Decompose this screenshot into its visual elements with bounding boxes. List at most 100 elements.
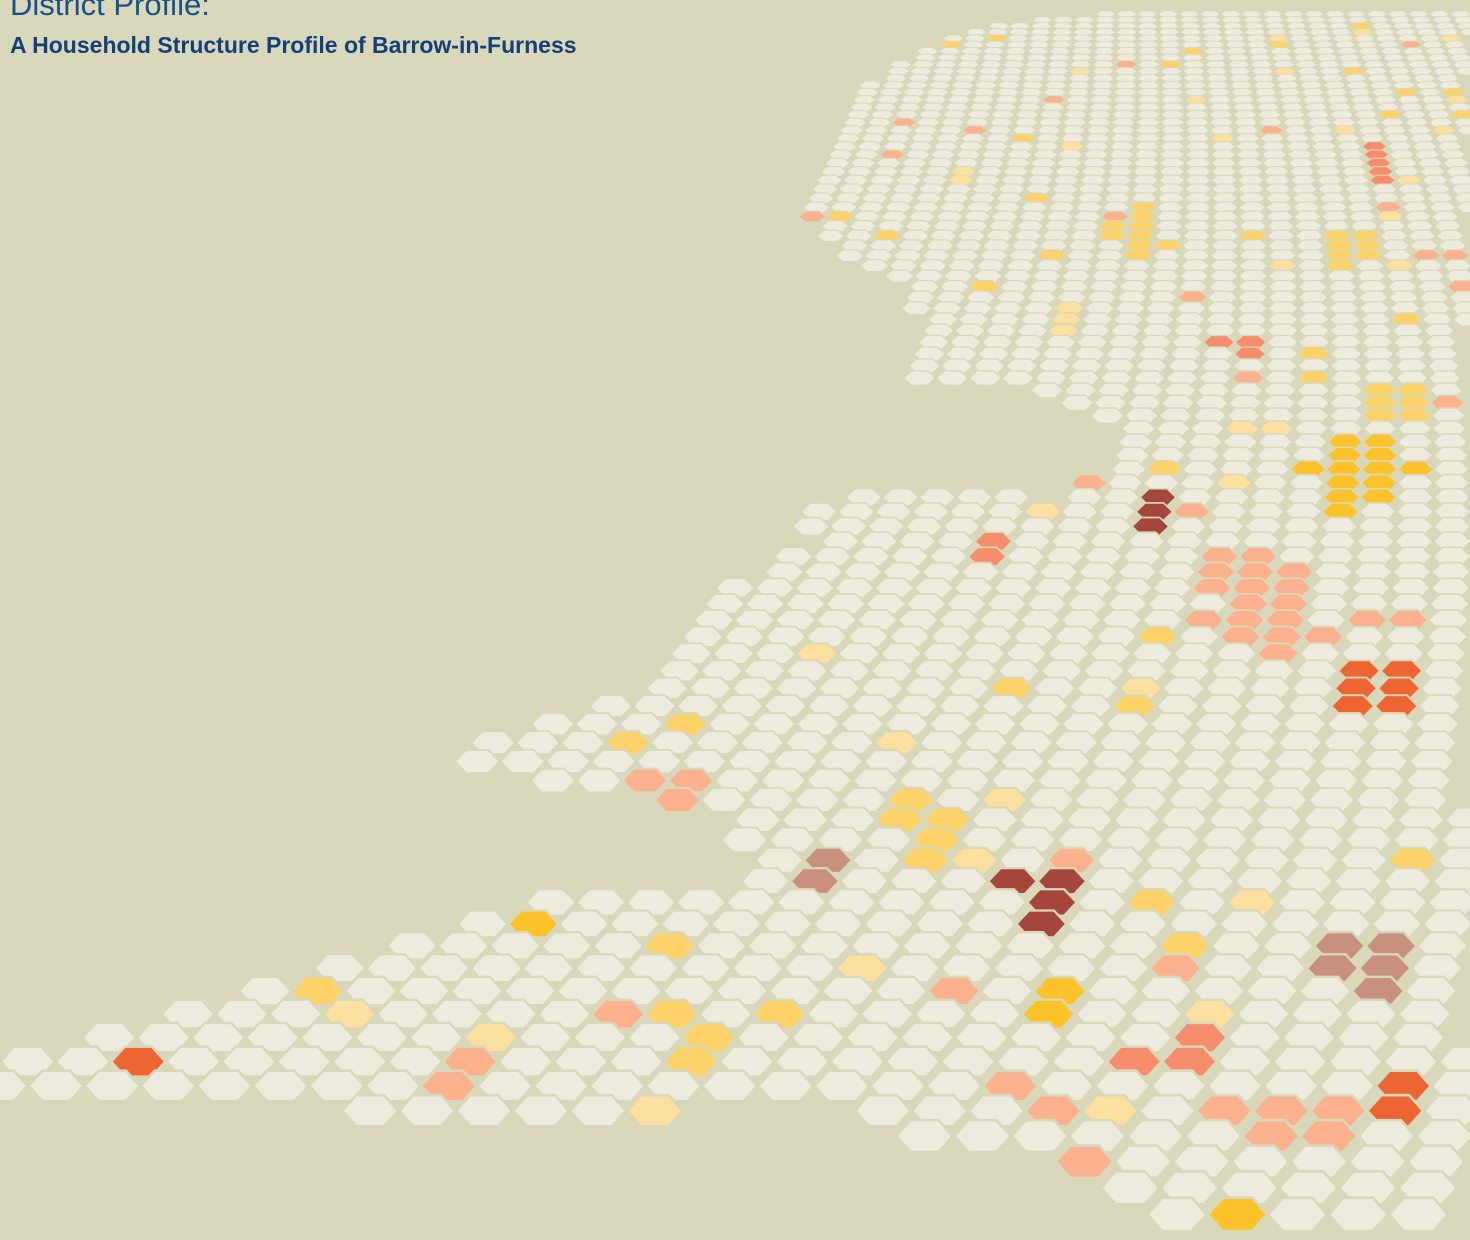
map-hexagon <box>1224 47 1249 56</box>
map-hexagon <box>1000 370 1036 387</box>
map-hexagon <box>1219 10 1242 18</box>
map-hexagon <box>1089 407 1126 425</box>
map-hexagon <box>756 1069 816 1103</box>
map-hexagon <box>1198 10 1221 18</box>
map-hexagon <box>1004 47 1028 56</box>
map-hexagon <box>1267 40 1291 49</box>
map-hexagon <box>1455 22 1470 30</box>
map-hexagon <box>1433 133 1461 144</box>
map-hexagon <box>1114 47 1138 56</box>
map-hexagon <box>1092 47 1116 56</box>
map-hexagon <box>1048 47 1072 56</box>
map-hexagon <box>1455 201 1470 214</box>
map-hexagon <box>1158 40 1182 49</box>
map-hexagon <box>251 1069 310 1103</box>
map-hexagon <box>902 370 937 387</box>
map-hexagon <box>1410 16 1433 24</box>
map-hexagon <box>1005 40 1029 49</box>
map-hexagon <box>1347 16 1370 24</box>
map-hexagon <box>1453 192 1470 204</box>
map-hexagon <box>959 47 984 56</box>
map-hexagon <box>1303 10 1326 18</box>
map-hexagon <box>797 210 827 223</box>
map-hexagon <box>340 1093 400 1128</box>
map-hexagon <box>195 1069 254 1103</box>
map-hexagon <box>1199 16 1222 24</box>
map-hexagon <box>1445 47 1470 56</box>
map-hexagon <box>454 1093 514 1128</box>
map-hexagon <box>653 786 702 814</box>
map-hexagon <box>1071 40 1095 49</box>
map-hexagon <box>1452 60 1470 69</box>
map-hexagon <box>139 1069 198 1103</box>
map-hexagon <box>1205 1196 1269 1233</box>
map-hexagon <box>982 47 1006 56</box>
map-hexagon <box>1444 166 1470 178</box>
map-hexagon <box>1289 40 1313 49</box>
map-hexagon <box>952 1118 1013 1154</box>
map-hexagon <box>1291 47 1315 56</box>
map-hexagon <box>26 1069 86 1103</box>
map-hexagon <box>1423 47 1448 56</box>
map-hexagon <box>1439 149 1467 160</box>
map-hexagon <box>1448 53 1470 62</box>
map-hexagon <box>915 47 940 56</box>
map-hexagon <box>1441 87 1466 97</box>
map-hexagon <box>1180 47 1205 56</box>
map-hexagon <box>894 1118 955 1154</box>
map-hexagon <box>621 767 670 794</box>
map-hexagon <box>1304 16 1328 24</box>
map-hexagon <box>1136 16 1159 24</box>
map-hexagon <box>700 1069 759 1103</box>
map-hexagon <box>1099 1170 1162 1206</box>
map-hexagon <box>1438 80 1463 90</box>
map-hexagon <box>699 786 749 814</box>
map-hexagon <box>1157 16 1180 24</box>
map-hexagon <box>1399 40 1423 49</box>
map-hexagon <box>1449 10 1470 18</box>
map-hexagon <box>1333 40 1357 49</box>
map-hexagon <box>939 40 963 49</box>
map-hexagon <box>82 1069 142 1103</box>
map-hexagon <box>1052 16 1075 24</box>
map-hexagon <box>1136 40 1160 49</box>
map-hexagon <box>1054 1144 1116 1180</box>
map-hexagon <box>575 767 624 794</box>
map-hexagon <box>1365 10 1388 18</box>
map-hexagon <box>1202 40 1226 49</box>
page-subtitle: A Household Structure Profile of Barrow-… <box>10 32 577 58</box>
map-hexagon <box>983 40 1007 49</box>
map-hexagon <box>1114 40 1138 49</box>
map-hexagon <box>1178 16 1201 24</box>
map-hexagon <box>853 1093 913 1128</box>
map-hexagon <box>1443 95 1469 105</box>
map-hexagon <box>397 1093 457 1128</box>
map-hexagon <box>1247 47 1271 56</box>
map-hexagon <box>1446 102 1470 112</box>
map-hexagon <box>1401 47 1426 56</box>
map-hexagon <box>1283 16 1306 24</box>
map-hexagon <box>1246 40 1270 49</box>
map-hexagon <box>935 370 970 387</box>
map-hexagon <box>1094 16 1117 24</box>
map-hexagon <box>1145 1196 1209 1233</box>
page-title: District Profile: <box>10 0 210 22</box>
map-hexagon <box>1282 10 1305 18</box>
map-hexagon <box>1455 67 1470 76</box>
map-hexagon <box>815 229 846 243</box>
map-hexagon <box>1029 382 1065 399</box>
map-hexagon <box>1357 47 1381 56</box>
map-hexagon <box>1389 16 1412 24</box>
map-hexagon <box>1073 16 1096 24</box>
map-hexagon <box>1031 16 1054 24</box>
map-hexagon <box>1436 141 1464 152</box>
map-hexagon <box>1027 40 1051 49</box>
map-hexagon <box>1269 47 1293 56</box>
map-hexagon <box>1313 47 1337 56</box>
map-hexagon <box>1455 125 1470 136</box>
map-hexagon <box>1092 40 1116 49</box>
map-hexagon <box>1452 16 1470 24</box>
map-hexagon <box>1452 312 1470 327</box>
map-hexagon <box>1335 47 1359 56</box>
map-hexagon <box>1059 394 1095 412</box>
